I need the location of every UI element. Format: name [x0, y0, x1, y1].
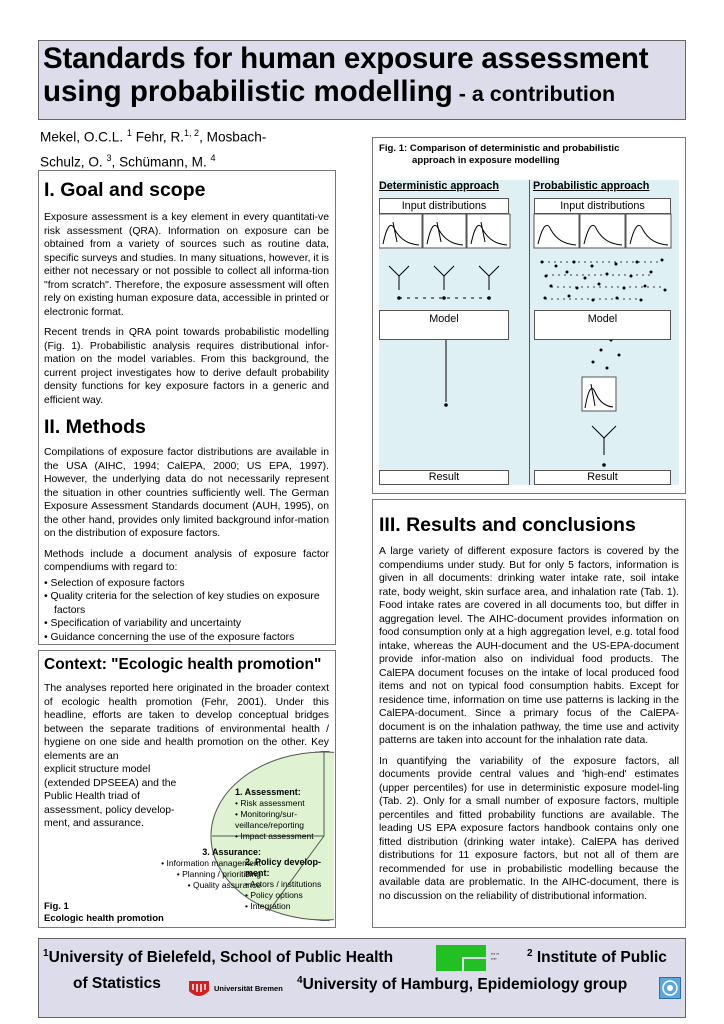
pie-assurance-label: 3. Assurance: • Information management •… [119, 847, 261, 891]
context-panel: Context: "Ecologic health promotion" The… [38, 650, 336, 928]
affiliation-line-2: of Statistics [73, 975, 161, 993]
author-2: Fehr, R. [135, 129, 185, 145]
det-result-box: Result [379, 470, 509, 485]
affil-institute: Institute of Public [536, 949, 667, 967]
author-3-cont: Schulz, O. [40, 154, 103, 170]
list-item: • Selection of exposure factors [44, 577, 185, 589]
affil-statistics: of Statistics [73, 975, 161, 992]
policy-item: • Actors / institutions [245, 879, 322, 889]
pie-outline [210, 751, 334, 921]
affiliation-line-2b: 4University of Hamburg, Epidemiology gro… [297, 975, 627, 994]
results-heading: III. Results and conclusions [379, 514, 636, 536]
methods-list: • Selection of exposure factors • Qualit… [44, 577, 329, 645]
assessment-item: veillance/reporting [235, 820, 304, 830]
affiliation-line-1: 1University of Bielefeld, School of Publ… [43, 948, 393, 967]
figure-caption-line-1: Fig. 1: Comparison of deterministic and … [379, 143, 620, 154]
small-logo-text-icon: ▪▪▪ ▪▪▪▪▪▪ [491, 951, 500, 961]
poster-title: Standards for human exposure assessment … [38, 40, 686, 120]
methods-paragraph-1: Compilations of exposure factor distribu… [44, 447, 329, 539]
figure-panel: Fig. 1: Comparison of deterministic and … [372, 137, 686, 494]
hamburg-logo-icon [659, 977, 681, 999]
goal-heading: I. Goal and scope [44, 179, 206, 201]
list-item: • Specification of variability and uncer… [44, 618, 242, 629]
assessment-item: • Impact assessment [235, 831, 314, 841]
policy-title-cont: ment: [245, 868, 270, 878]
det-model-box: Model [379, 310, 509, 340]
author-1-affil: 1 [126, 128, 132, 138]
deterministic-heading: Deterministic approach [379, 180, 499, 192]
results-paragraph-2: In quantifying the variability of the ex… [379, 755, 679, 902]
list-item: • Quality criteria for the selection of … [44, 591, 320, 616]
assessment-title: 1. Assessment: [235, 787, 301, 797]
context-figure-caption: Fig. 1 Ecologic health promotion [44, 901, 164, 925]
approach-divider [529, 180, 530, 485]
affil-number: 2 [527, 948, 533, 959]
affil-number: 4 [297, 975, 303, 986]
methods-paragraph-2: Methods include a document analysis of e… [44, 548, 329, 574]
context-paragraph-2: explicit structure model (extended DPSEE… [44, 764, 177, 829]
assurance-title: 3. Assurance: [202, 847, 261, 857]
goal-methods-panel: I. Goal and scope Exposure assessment is… [38, 170, 336, 645]
pie-assessment-label: 1. Assessment: • Risk assessment • Monit… [235, 787, 314, 842]
assurance-item: • Information management [161, 858, 261, 868]
author-4: Schümann, M. [119, 154, 207, 170]
figure-title: Ecologic health promotion [44, 913, 164, 924]
list-item: • Guidance concerning the use of the exp… [44, 631, 295, 643]
prob-model-box: Model [534, 310, 671, 340]
author-3: Mosbach- [206, 129, 267, 145]
title-line-2: using probabilistic modelling - a contri… [43, 75, 685, 111]
footer-affiliations: 1University of Bielefeld, School of Publ… [38, 938, 686, 1018]
prob-result-box: Result [534, 470, 671, 485]
results-paragraph-1: A large variety of different exposure fa… [379, 546, 679, 746]
figure-diagram: Deterministic approach Probabilistic app… [379, 180, 679, 485]
title-line-2-main: using probabilistic modelling [43, 75, 453, 108]
assessment-item: • Monitoring/sur- [235, 809, 298, 819]
goal-paragraph-2: Recent trends in QRA point towards proba… [44, 327, 329, 406]
context-paragraph-1: The analyses reported here originated in… [44, 683, 329, 762]
affil-number: 1 [43, 948, 49, 959]
assessment-item: • Risk assessment [235, 798, 305, 808]
authors: Mekel, O.C.L. 1 Fehr, R.1, 2, Mosbach- S… [40, 128, 267, 170]
affil-bielefeld: University of Bielefeld, School of Publi… [48, 949, 394, 967]
context-heading: Context: "Ecologic health promotion" [44, 656, 322, 673]
results-panel: III. Results and conclusions A large var… [372, 499, 686, 928]
title-line-1: Standards for human exposure assessment [43, 42, 649, 75]
figure-graphics [379, 213, 672, 467]
policy-item: • Integration [245, 901, 291, 911]
bremen-wordmark: Universität Bremen [214, 984, 283, 993]
affil-hamburg: University of Hamburg, Epidemiology grou… [302, 976, 628, 994]
goal-paragraph-1: Exposure assessment is a key element in … [44, 212, 329, 318]
assurance-item: • Quality assurance [187, 880, 261, 890]
affiliation-line-1b: 2 Institute of Public [527, 948, 667, 967]
figure-caption-line-2: approach in exposure modelling [412, 155, 560, 166]
author-4-affil: 4 [210, 152, 216, 163]
bielefeld-logo [436, 945, 486, 971]
policy-item: • Policy options [245, 890, 303, 900]
title-line-2-suffix: - a contribution [452, 82, 616, 106]
author-2-affil: 1, 2 [184, 128, 200, 138]
pie-policy-label: 2. Policy develop- ment: • Actors / inst… [245, 857, 321, 912]
methods-heading: II. Methods [44, 416, 146, 438]
policy-title: 2. Policy develop- [245, 857, 322, 867]
probabilistic-heading: Probabilistic approach [533, 180, 650, 192]
bremen-logo-icon [187, 979, 211, 999]
author-1: Mekel, O.C.L. [40, 129, 124, 145]
author-3-affil: 3 [106, 152, 112, 163]
figure-number: Fig. 1 [44, 901, 69, 912]
assurance-item: • Planning / prioritizing [176, 869, 261, 879]
